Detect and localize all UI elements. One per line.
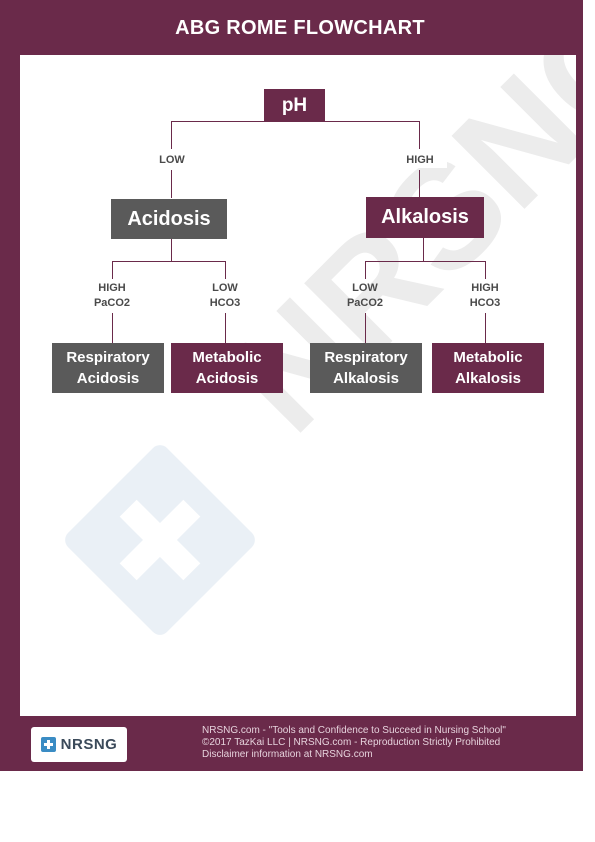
page-title: ABG ROME FLOWCHART	[175, 17, 425, 39]
acidosis-down	[171, 239, 172, 261]
footer-text: NRSNG.com - "Tools and Confidence to Suc…	[202, 725, 583, 761]
nrsng-logo[interactable]: NRSNG	[31, 727, 127, 762]
root-left-stem	[171, 121, 172, 149]
alkalosis-down	[423, 238, 424, 261]
footer-line-tagline: NRSNG.com - "Tools and Confidence to Suc…	[202, 725, 506, 736]
alkalosis-stem	[419, 170, 420, 198]
footer-line-disclaimer: Disclaimer information at NRSNG.com	[202, 749, 373, 760]
branch-label-low: LOW	[145, 153, 199, 168]
root-right-stem	[419, 121, 420, 149]
alkalosis-box: Alkalosis	[366, 197, 484, 238]
alk-left-down	[365, 313, 366, 343]
alk-left-stem	[365, 261, 366, 279]
branch-label-high: HIGH	[393, 153, 447, 168]
alkalosis-branch	[365, 261, 486, 262]
acidosis-branch	[112, 261, 226, 262]
watermark: NRSNG	[65, 55, 576, 635]
acid-right-down	[225, 313, 226, 343]
acidosis-box: Acidosis	[111, 199, 227, 239]
acid-right-stem	[225, 261, 226, 279]
footer-line-copyright: ©2017 TazKai LLC | NRSNG.com - Reproduct…	[202, 737, 501, 748]
plus-icon	[40, 737, 56, 752]
watermark-logo-icon	[65, 445, 255, 635]
alk-right-stem	[485, 261, 486, 279]
watermark-text: NRSNG	[197, 55, 576, 462]
ph-box: pH	[264, 89, 325, 122]
acid-left-stem	[112, 261, 113, 279]
acid-left-down	[112, 313, 113, 343]
logo-text: NRSNG	[60, 736, 118, 753]
acidosis-stem	[171, 170, 172, 198]
alk-right-down	[485, 313, 486, 343]
